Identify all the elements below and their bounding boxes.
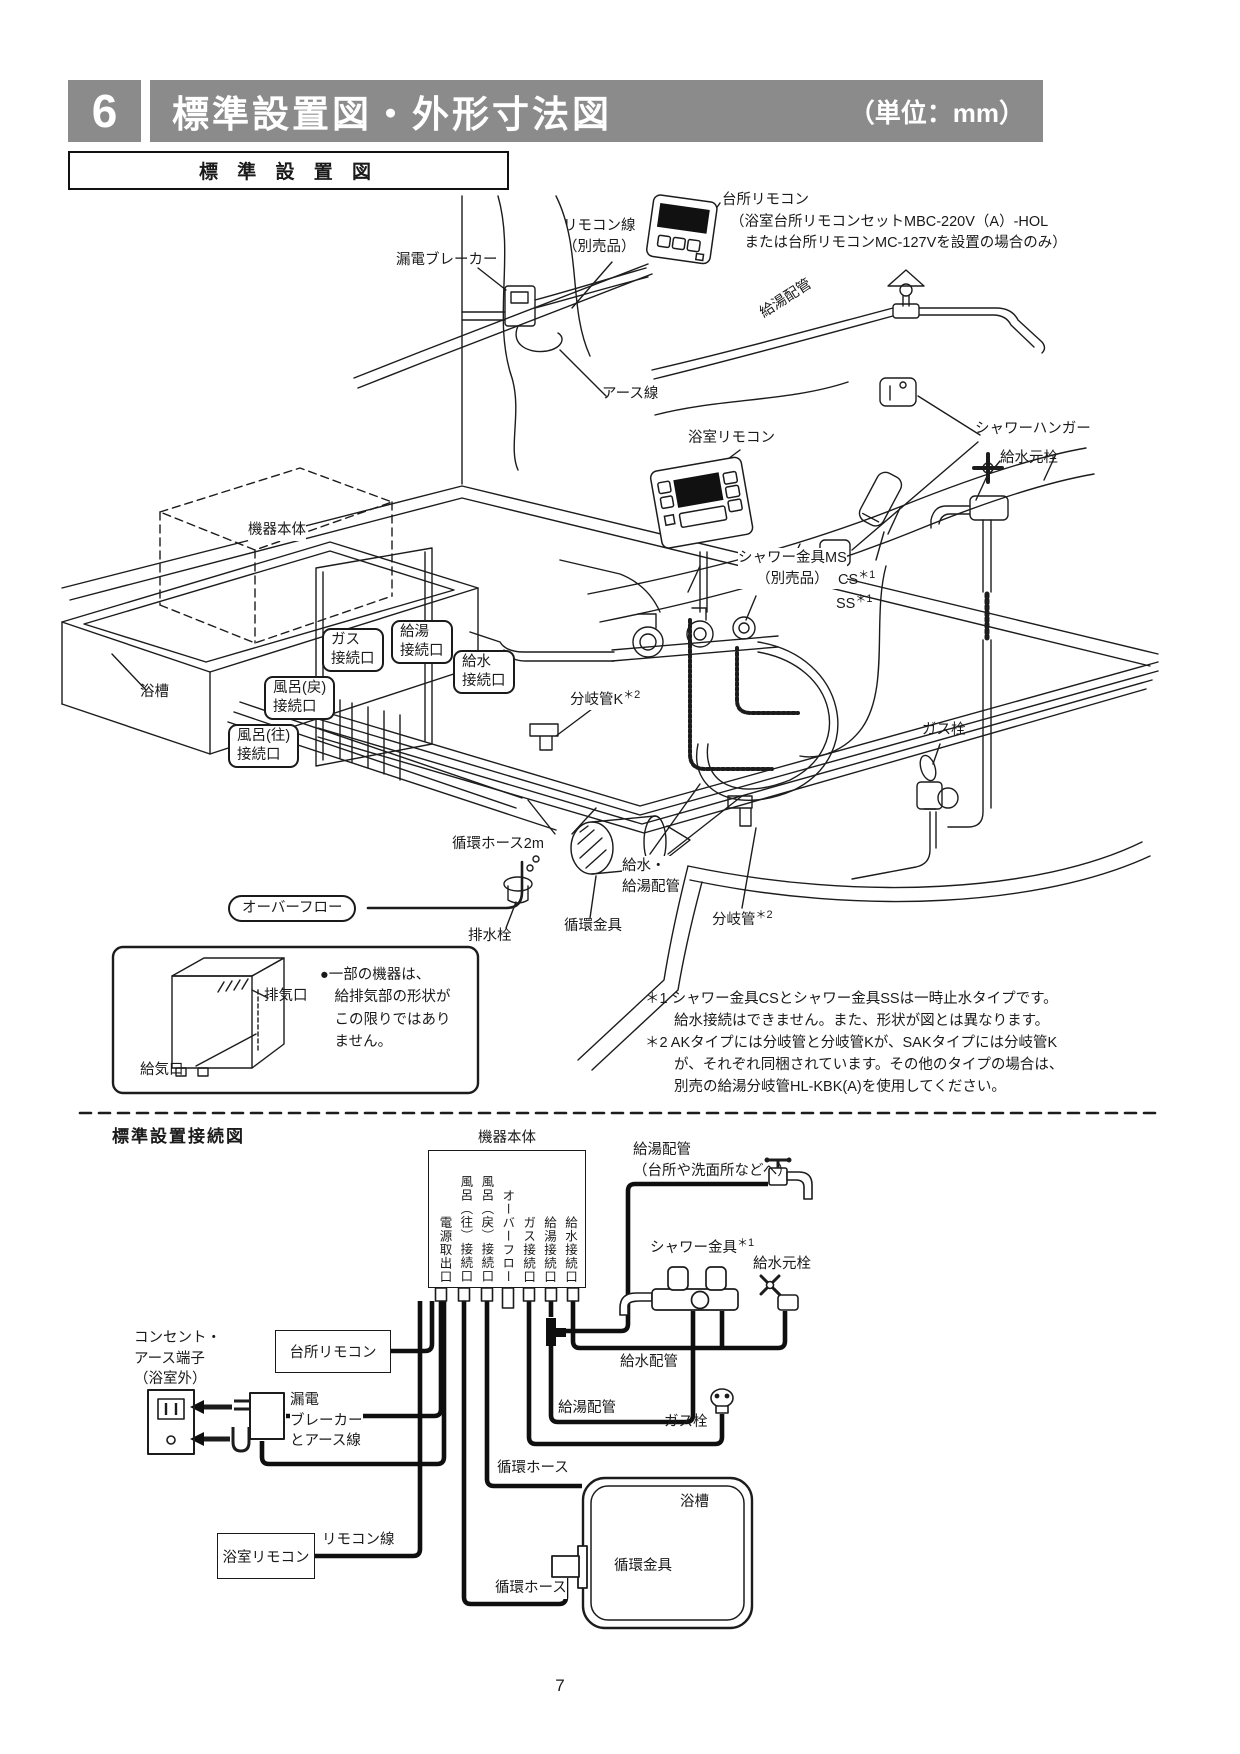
label-shower-fitting-ss: SS＊1 (836, 593, 873, 612)
label-air-intake-port: 給気口 (140, 1062, 184, 1078)
unit-note: （単位：mm） (848, 97, 1025, 128)
section-number: 6 (68, 80, 141, 142)
label-shower-hanger: シャワーハンガー (975, 421, 1091, 437)
label-circulation-hose-upper: 循環ホース (497, 1458, 569, 1479)
label-gas-valve-bottom: ガス栓 (664, 1414, 708, 1430)
label-shower-fitting: シャワー金具MS （別売品） (738, 548, 847, 590)
label-gas-valve: ガス栓 (922, 722, 966, 738)
label-shower-fitting-cs: CS＊1 (838, 569, 876, 588)
port-water: 給水接続口 (562, 1215, 577, 1284)
label-breaker: 漏電ブレーカー (396, 252, 498, 268)
label-kitchen-remote: 台所リモコン (722, 192, 809, 208)
label-shower-fitting-bottom: シャワー金具＊1 (650, 1237, 755, 1256)
label-equipment-note: ●一部の機器は、 給排気部の形状が この限りではあり ません。 (320, 967, 451, 1051)
label-branch-pipe-k: 分岐管K＊2 (570, 688, 641, 711)
callout-bath-return-port: 風呂(戻) 接続口 (264, 676, 336, 720)
label-circulation-fitting-bottom: 循環金具 (612, 1556, 674, 1577)
label-circulation-hose-lower: 循環ホース (495, 1578, 567, 1599)
port-overflow: オーバーフロー (500, 1188, 515, 1284)
unit-body-box: 電源取出口 風呂（往）接続口 風呂（戻）接続口 オーバーフロー ガス接続口 給湯… (428, 1150, 586, 1288)
label-exhaust-port: 排気口 (264, 988, 308, 1004)
port-hot-water: 給湯接続口 (542, 1215, 557, 1284)
page-title: 標準設置図・外形寸法図 (172, 94, 612, 135)
bottom-diagram-title: 標準設置接続図 (112, 1127, 245, 1146)
label-circulation-hose-2m: 循環ホース2m (452, 834, 544, 855)
footnote-1: ＊1 シャワー金具CSとシャワー金具SSは一時止水タイプです。 給水接続はできま… (645, 991, 1058, 1030)
label-outlet-earth: コンセント・ アース端子 （浴室外） (134, 1330, 221, 1388)
label-remote-cable-bottom: リモコン線 (322, 1532, 395, 1548)
label-water-main-valve-bottom: 給水元栓 (753, 1256, 811, 1272)
label-unit-body-bottom: 機器本体 (478, 1130, 536, 1146)
label-water-piping: 給水配管 (620, 1352, 678, 1373)
label-water-hot-piping: 給水・ 給湯配管 (622, 856, 680, 898)
port-power-outlet: 電源取出口 (437, 1215, 452, 1284)
callout-bath-supply-port: 風呂(往) 接続口 (228, 724, 300, 768)
label-bathtub: 浴槽 (140, 684, 169, 700)
footnote-2: ＊2 AKタイプには分岐管と分岐管Kが、SAKタイプには分岐管K が、それぞれ同… (645, 1035, 1064, 1096)
label-kitchen-remote-note: （浴室台所リモコンセットMBC-220V（A）-HOL または台所リモコンMC-… (730, 214, 1067, 251)
label-branch-pipe: 分岐管＊2 (712, 909, 773, 928)
page-number: 7 (555, 1676, 565, 1695)
bath-remote-box: 浴室リモコン (217, 1533, 315, 1579)
port-gas: ガス接続口 (521, 1215, 536, 1284)
label-drain-plug: 排水栓 (468, 928, 512, 944)
callout-overflow: オーバーフロー (228, 895, 357, 922)
label-water-main-valve: 給水元栓 (1000, 450, 1058, 466)
section-header: 標準設置図・外形寸法図 （単位：mm） (150, 80, 1043, 142)
label-hot-piping: 給湯配管 (558, 1398, 616, 1419)
callout-gas-port: ガス 接続口 (322, 628, 384, 672)
top-diagram-title-box: 標 準 設 置 図 (68, 151, 509, 190)
label-bath-remote: 浴室リモコン (688, 428, 775, 449)
callout-hot-water-port: 給湯 接続口 (391, 620, 453, 664)
label-circulation-fitting: 循環金具 (564, 918, 622, 934)
port-bath-return: 風呂（戻）接続口 (479, 1175, 494, 1283)
label-remote-cable: リモコン線 （別売品） (563, 218, 636, 255)
label-unit-body: 機器本体 (248, 520, 306, 541)
label-breaker-earth: 漏電 ブレーカー とアース線 (290, 1390, 363, 1452)
label-hot-piping-to-kitchen: 給湯配管 （台所や洗面所などへ） (633, 1142, 792, 1179)
port-bath-supply: 風呂（往）接続口 (458, 1175, 473, 1283)
label-earth-wire: アース線 (602, 386, 659, 402)
label-bathtub-bottom: 浴槽 (678, 1492, 711, 1513)
kitchen-remote-box: 台所リモコン (275, 1330, 391, 1373)
callout-water-port: 給水 接続口 (453, 650, 515, 694)
